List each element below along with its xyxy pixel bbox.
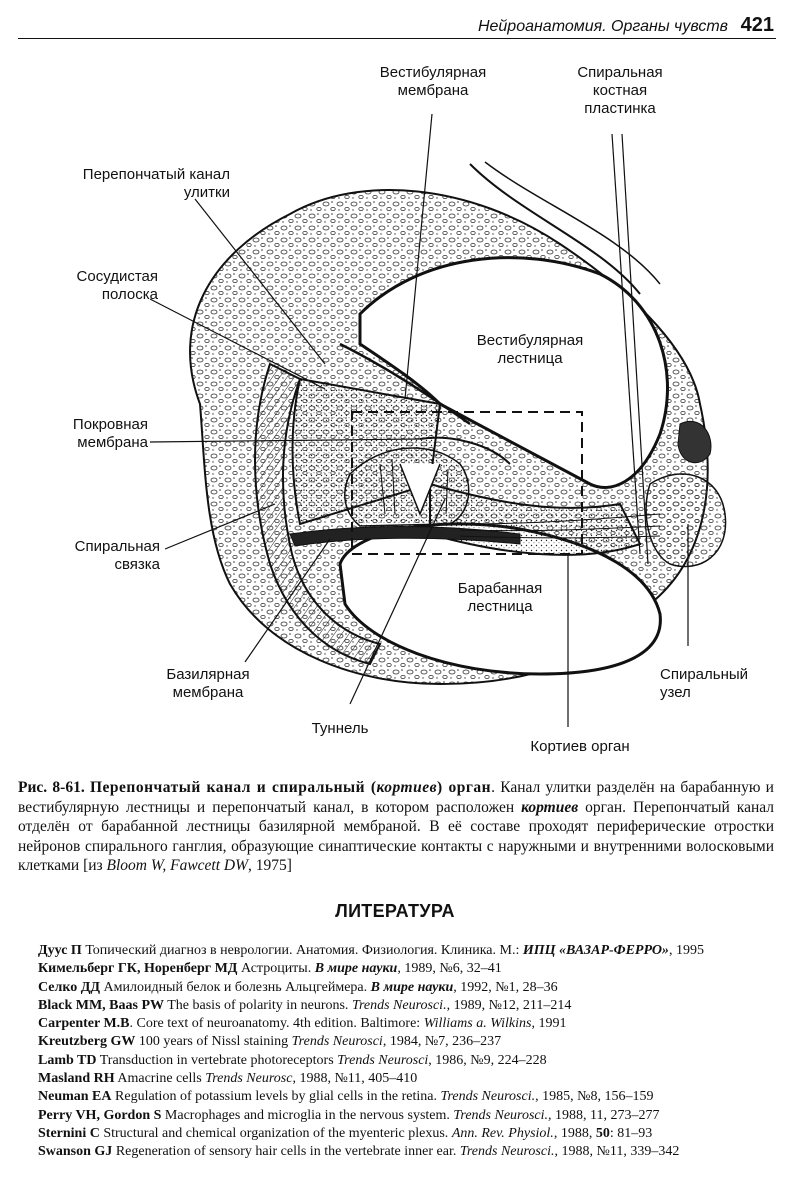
reference-list: Дуус П Топический диагноз в неврологии. … [38,942,778,1162]
label-basilar-membrane: Базилярная мембрана [166,666,250,701]
list-item: Lamb TD Transduction in vertebrate photo… [38,1052,547,1068]
label-stria-vascularis: Сосудистая полоска [76,268,158,303]
list-item: Кимельберг ГК, Норенберг МД Астроциты. В… [38,961,502,977]
cochlea-figure: Вестибулярная мембрана Спиральная костна… [0,44,790,764]
figure-number: Рис. 8-61 [18,779,81,796]
caption-heading-b: кортиев [376,779,438,796]
label-tunnel: Туннель [311,720,369,737]
caption-source-year: , 1975] [248,857,292,875]
label-tectorial-membrane: Покровная мембрана [72,416,148,451]
leader-lines [149,113,689,727]
list-item: Perry VH, Gordon S Macrophages and micro… [38,1107,660,1123]
list-item: Neuman EA Regulation of potassium levels… [38,1089,654,1105]
caption-text-1: . Канал улитки разделён на барабанную и … [18,779,774,816]
literature-title: ЛИТЕРАТУРА [335,901,455,921]
list-item: Дуус П Топический диагноз в неврологии. … [38,943,704,958]
running-header: Нейроанатомия. Органы чувств 421 [18,8,776,39]
label-scala-vestibuli: Вестибулярная лестница [476,332,584,367]
list-item: Masland RH Amacrine cells Trends Neurosc… [38,1071,418,1087]
label-organ-of-corti: Кортиев орган [530,738,630,755]
label-scala-tympani: Барабанная лестница [457,580,543,615]
label-spiral-lamina: Спиральная костная пластинка [577,64,663,117]
list-item: Kreutzberg GW 100 years of Nissl stainin… [38,1034,502,1050]
list-item: Селко ДД Амилоидный белок и болезнь Альц… [38,979,558,995]
list-item: Swanson GJ Regeneration of sensory hair … [38,1144,680,1160]
caption-text-2: орган. Перепончатый канал отделён от бар… [18,798,774,875]
caption-heading-c: ) орган [437,779,492,796]
caption-heading-a: Перепончатый канал и спиральный ( [89,779,377,796]
caption-text-corti: кортиев [521,798,579,816]
basilar-membrane-band [289,526,521,547]
list-item: Sternini C Structural and chemical organ… [38,1125,653,1141]
label-membranous-canal: Перепончатый канал улитки [82,166,230,201]
list-item: Carpenter M.B. Core text of neuroanatomy… [38,1016,567,1032]
list-item: Black MM, Baas PW The basis of polarity … [38,997,572,1013]
running-header-title: Нейроанатомия. Органы чувств [477,18,728,35]
page-number: 421 [740,14,774,36]
label-vestibular-membrane: Вестибулярная мембрана [379,64,487,99]
scala-vestibuli-chamber [358,256,669,489]
label-spiral-ganglion: Спиральный узел [660,666,749,701]
organ-of-corti-box [351,411,583,555]
spiral-ligament-region [254,362,382,666]
spiral-ganglion-mass [645,473,727,568]
organ-of-corti-shape [344,436,511,527]
label-spiral-ligament: Спиральная связка [74,538,160,573]
cochlea-illustration [149,113,727,727]
figure-caption: Рис. 8-61. Перепончатый канал и спиральн… [18,779,774,875]
caption-source: Bloom W, Fawcett DW [106,857,249,875]
